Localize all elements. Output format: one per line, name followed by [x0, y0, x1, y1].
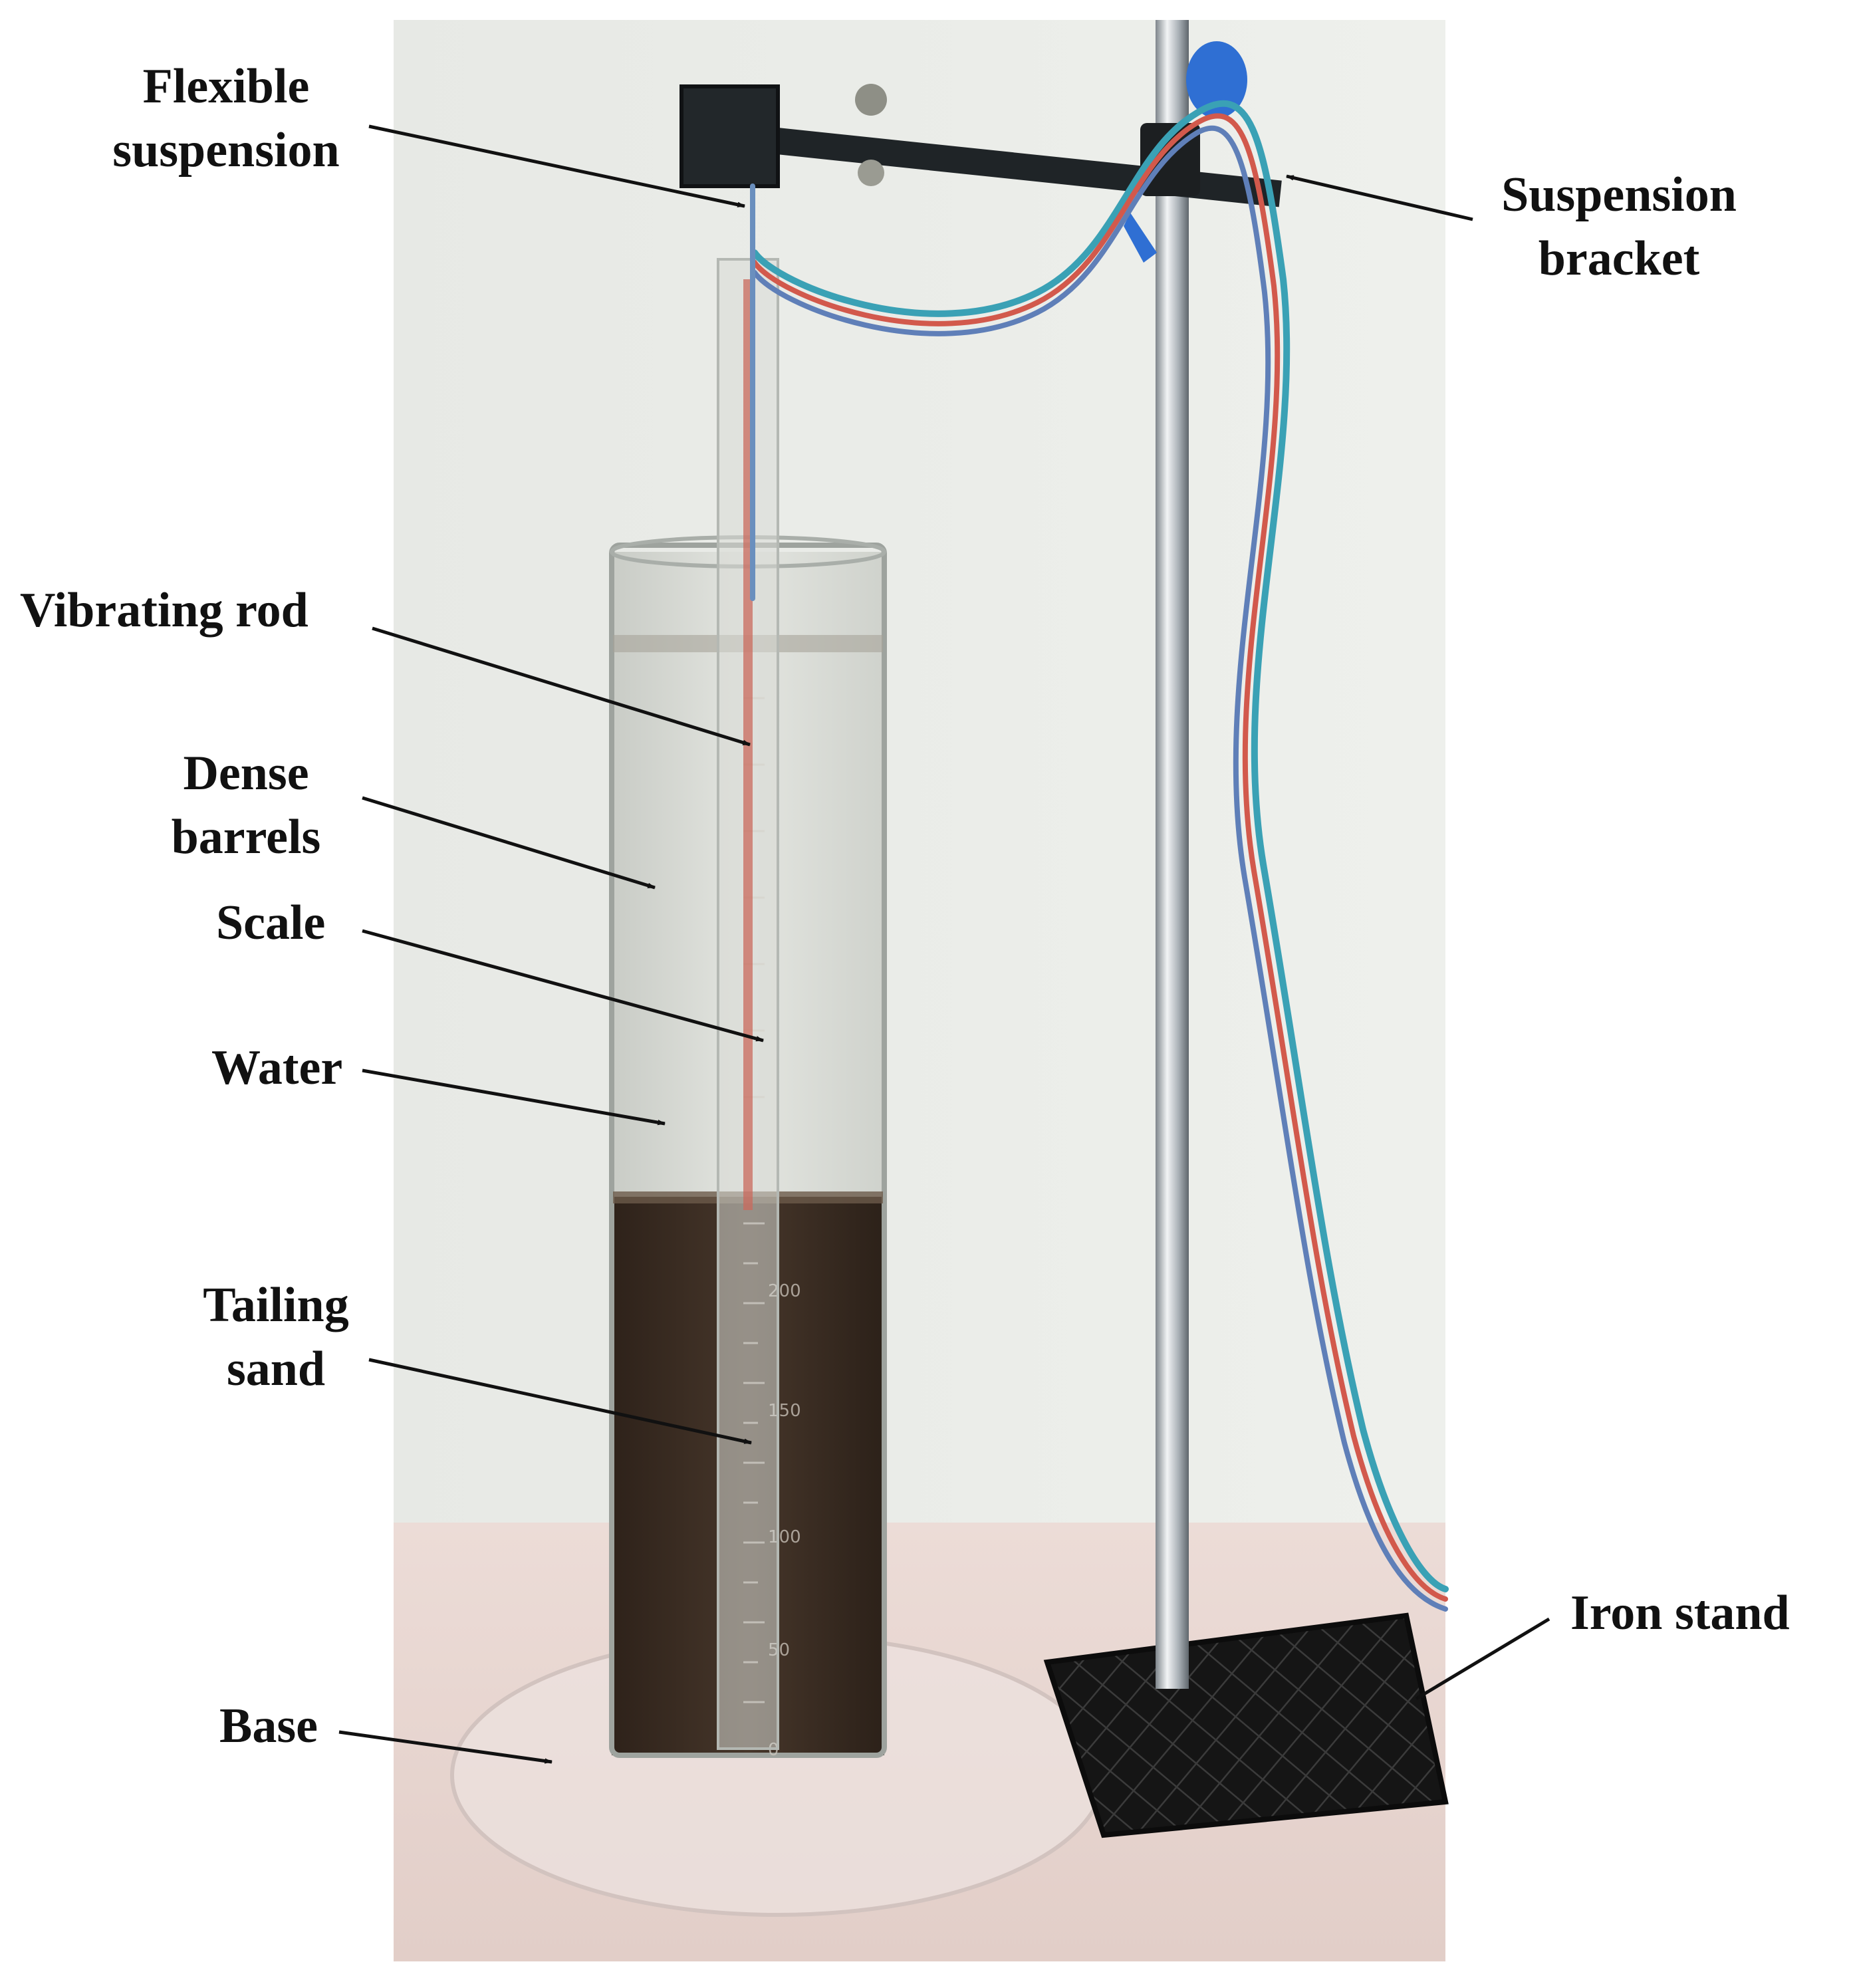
arrow-base [338, 1730, 553, 1764]
arrow-suspension-bracket [1285, 174, 1473, 221]
label-tailing-sand: Tailing sand [203, 1278, 349, 1396]
label-scale: Scale [216, 896, 326, 950]
arrow-scale [362, 929, 765, 1043]
wall-background [394, 20, 1445, 1562]
arrow-flexible-suspension [368, 124, 746, 208]
label-suspension-bracket: Suspension bracket [1501, 168, 1737, 286]
arrow-tailing-sand [368, 1358, 753, 1445]
stand-cap [1186, 41, 1247, 118]
label-water: Water [211, 1041, 343, 1095]
label-dense-barrels: Dense barrels [171, 746, 321, 864]
label-flexible-suspension: Flexible suspension [112, 59, 340, 178]
knob-screw-lower [858, 160, 884, 186]
annotation-arrows [338, 124, 1550, 1764]
ribbon-cable [750, 100, 1449, 1612]
label-vibrating-rod: Vibrating rod [20, 583, 308, 638]
arrow-dense-barrels [362, 796, 656, 890]
label-iron-stand: Iron stand [1570, 1586, 1790, 1640]
blue-clip [1124, 213, 1157, 263]
arrow-vibrating-rod [372, 626, 751, 747]
arrow-water [362, 1068, 666, 1126]
label-base: Base [219, 1699, 318, 1753]
iron-stand-base [1043, 1612, 1449, 1838]
flexible-suspension-block [679, 84, 780, 188]
knob-screw [855, 84, 887, 116]
stand-rod [1156, 20, 1189, 1689]
arrow-iron-stand [1415, 1617, 1550, 1701]
